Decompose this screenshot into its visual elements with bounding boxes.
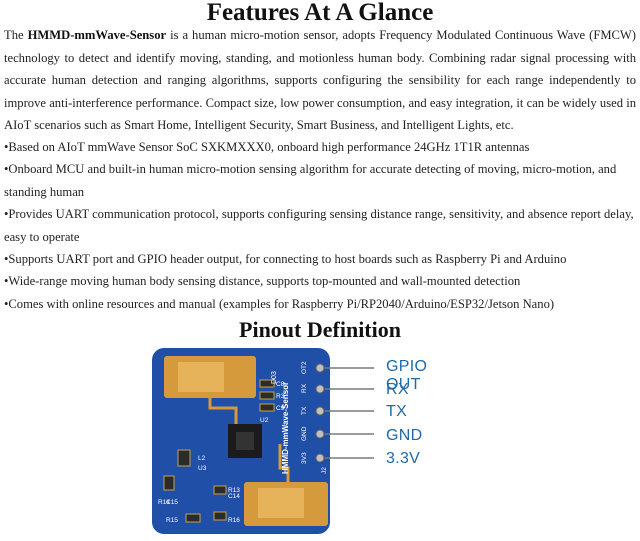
ref-c8: C8 [276,381,285,388]
pin-label-gnd: GND [386,427,423,444]
pin-silk-tx: TX [301,406,308,415]
version-silk: D03 [271,371,278,384]
intro-text: is a human micro-motion sensor, adopts F… [4,28,637,133]
ref-c9: C9 [276,405,285,412]
pin-silk-ot2: OT2 [301,361,308,374]
antenna-inner-top [178,362,224,392]
feature-item: •Onboard MCU and built-in human micro-mo… [4,162,617,199]
intro-paragraph: The HMMD-mmWave-Sensor is a human micro-… [4,24,636,137]
pinout-diagram: HMMD-mmWave-Sensor OT2 RX TX GND 3V3 J2 … [148,344,448,536]
header-pin [315,429,325,439]
product-name: HMMD-mmWave-Sensor [27,28,167,42]
pin-label-tx: TX [386,403,408,420]
header-pin [315,363,325,373]
pin-label-gpio-out: GPIO OUT [386,358,428,393]
antenna-inner-bottom [258,488,304,518]
header-ref-silk: J2 [321,467,328,474]
header-pin [315,453,325,463]
pin-silk-rx: RX [301,383,308,393]
feature-list: •Based on AIoT mmWave Sensor SoC SXKMXXX… [4,136,636,315]
pin-label-3v3: 3.3V [386,450,421,467]
smd-part [185,513,201,523]
feature-item: •Based on AIoT mmWave Sensor SoC SXKMXXX… [4,140,530,154]
smd-part [213,511,227,521]
feature-item: •Provides UART communication protocol, s… [4,207,634,244]
header-pin [315,406,325,416]
smd-part [259,403,275,412]
board-name-silk: HMMD-mmWave-Sensor [281,382,290,474]
pin-silk-gnd: GND [301,426,308,441]
ref-r13: R13 [228,487,240,494]
smd-part [213,485,227,495]
smd-part [163,475,175,491]
ref-l2: L2 [198,455,206,462]
mcu-pad [236,432,254,450]
pin-label-rx: RX [386,381,409,398]
intro-lead: The [4,28,28,42]
smd-part [177,449,191,467]
ref-r3: R3 [276,393,285,400]
board-illustration: HMMD-mmWave-Sensor OT2 RX TX GND 3V3 J2 … [152,348,374,534]
smd-part [259,391,275,400]
feature-item: •Comes with online resources and manual … [4,296,555,311]
feed-line [208,392,238,436]
feature-item: •Supports UART port and GPIO header outp… [4,252,567,267]
pinout-title: Pinout Definition [239,317,401,342]
feed-line [278,444,290,484]
ref-r14: R14 [158,499,170,506]
pin-silk-3v3: 3V3 [301,452,308,464]
ref-u3: U3 [198,465,207,472]
feature-item: •Wide-range moving human body sensing di… [4,274,521,289]
ref-r15: R15 [166,517,178,524]
ref-u2: U2 [260,417,269,424]
ref-c15: C15 [166,499,178,506]
page-title: Features At A Glance [206,0,434,26]
header-pin [315,384,325,394]
ref-c14: C14 [228,493,240,500]
smd-part [259,379,275,388]
ref-r16: R16 [228,517,240,524]
